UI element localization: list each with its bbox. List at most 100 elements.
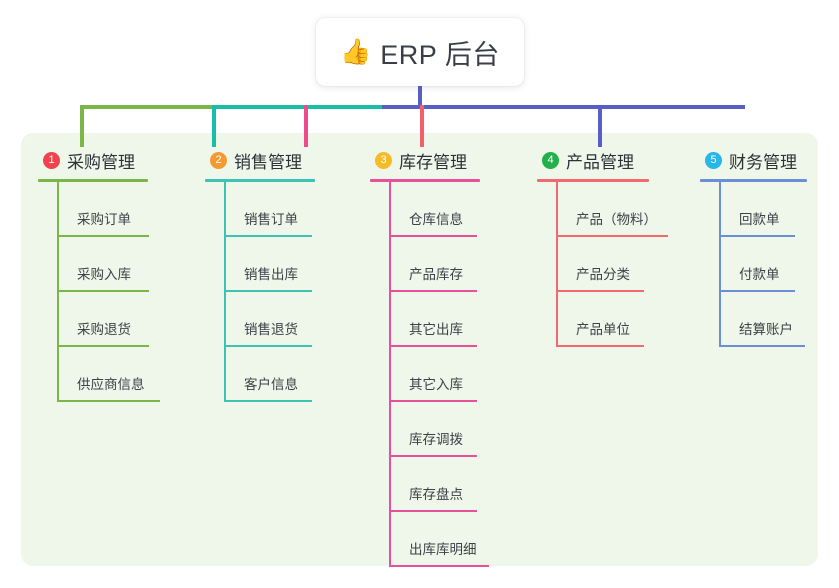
branch-item[interactable]: 库存调拨 xyxy=(389,402,520,457)
branch-index-badge: 2 xyxy=(210,151,227,169)
branch-item-label: 库存盘点 xyxy=(409,487,463,502)
branch-items: 回款单付款单结算账户 xyxy=(700,182,820,347)
branch-header-库存管理[interactable]: 3 库存管理 xyxy=(370,147,520,173)
branch-drop-connector-2 xyxy=(212,105,216,147)
branch-item-rule xyxy=(389,455,477,457)
branch-item-label: 客户信息 xyxy=(244,377,298,392)
branch-spine xyxy=(224,182,226,402)
branch-drop-connector-1 xyxy=(80,105,84,147)
branch-header-采购管理[interactable]: 1 采购管理 xyxy=(38,147,188,173)
branch-item[interactable]: 产品库存 xyxy=(389,237,520,292)
horizontal-connector-segment-1 xyxy=(80,105,212,109)
branch-item-rule xyxy=(389,290,477,292)
branch-item-rule xyxy=(57,345,149,347)
branch-item-rule xyxy=(57,400,160,402)
branch-item-rule xyxy=(224,290,312,292)
horizontal-connector-segment-3 xyxy=(382,105,745,109)
branch-index-badge: 3 xyxy=(375,151,392,169)
branch-header-rule xyxy=(700,179,807,182)
branch-item-label: 产品分类 xyxy=(576,267,630,282)
branch-column-库存管理: 3 库存管理仓库信息产品库存其它出库其它入库库存调拨库存盘点出库库明细 xyxy=(370,147,520,567)
root-node[interactable]: 👍 ERP 后台 xyxy=(316,18,524,86)
branch-item[interactable]: 产品（物料） xyxy=(556,182,697,237)
branch-item-rule xyxy=(389,565,489,567)
branch-header-rule xyxy=(537,179,649,182)
branch-item-label: 结算账户 xyxy=(739,322,793,337)
branch-header-rule xyxy=(205,179,315,182)
branch-item-label: 产品库存 xyxy=(409,267,463,282)
branch-item[interactable]: 回款单 xyxy=(719,182,820,237)
branch-item[interactable]: 产品分类 xyxy=(556,237,697,292)
branch-index-badge: 5 xyxy=(705,151,722,169)
branch-item-rule xyxy=(224,400,312,402)
branch-item[interactable]: 付款单 xyxy=(719,237,820,292)
branch-item-rule xyxy=(389,510,477,512)
branch-title: 销售管理 xyxy=(234,152,302,172)
branch-item[interactable]: 仓库信息 xyxy=(389,182,520,237)
branch-item[interactable]: 销售订单 xyxy=(224,182,355,237)
branch-spine xyxy=(389,182,391,567)
branch-spine xyxy=(719,182,721,347)
branch-item[interactable]: 供应商信息 xyxy=(57,347,188,402)
branch-item-label: 供应商信息 xyxy=(77,377,145,392)
branch-item[interactable]: 其它出库 xyxy=(389,292,520,347)
branch-item-rule xyxy=(224,345,312,347)
branch-items: 采购订单采购入库采购退货供应商信息 xyxy=(38,182,188,402)
branches-panel xyxy=(21,133,818,566)
branch-title: 财务管理 xyxy=(729,152,797,172)
branch-header-rule xyxy=(38,179,148,182)
branch-index-badge: 1 xyxy=(43,151,60,169)
branch-items: 仓库信息产品库存其它出库其它入库库存调拨库存盘点出库库明细 xyxy=(370,182,520,567)
branch-item[interactable]: 客户信息 xyxy=(224,347,355,402)
branch-item-rule xyxy=(556,290,644,292)
branch-item[interactable]: 其它入库 xyxy=(389,347,520,402)
branch-item-label: 其它出库 xyxy=(409,322,463,337)
branch-title: 采购管理 xyxy=(67,152,135,172)
branch-item-rule xyxy=(57,235,149,237)
branch-item[interactable]: 出库库明细 xyxy=(389,512,520,567)
branch-item-label: 其它入库 xyxy=(409,377,463,392)
branch-item-label: 采购订单 xyxy=(77,212,131,227)
branch-item-rule xyxy=(556,235,668,237)
branch-drop-connector-5 xyxy=(598,105,602,147)
branch-item-rule xyxy=(719,235,795,237)
branch-item-rule xyxy=(389,235,477,237)
branch-item-label: 采购入库 xyxy=(77,267,131,282)
branch-spine xyxy=(57,182,59,402)
branch-item-label: 销售出库 xyxy=(244,267,298,282)
branch-item[interactable]: 销售出库 xyxy=(224,237,355,292)
branch-item-label: 库存调拨 xyxy=(409,432,463,447)
branch-item-label: 产品单位 xyxy=(576,322,630,337)
root-stem-connector xyxy=(418,86,422,108)
branch-item[interactable]: 采购入库 xyxy=(57,237,188,292)
branch-column-财务管理: 5 财务管理回款单付款单结算账户 xyxy=(700,147,820,347)
branch-item[interactable]: 产品单位 xyxy=(556,292,697,347)
branch-header-销售管理[interactable]: 2 销售管理 xyxy=(205,147,355,173)
branch-spine xyxy=(556,182,558,347)
branch-item[interactable]: 销售退货 xyxy=(224,292,355,347)
branch-item[interactable]: 库存盘点 xyxy=(389,457,520,512)
branch-item[interactable]: 结算账户 xyxy=(719,292,820,347)
horizontal-connector-segment-2 xyxy=(212,105,382,109)
branch-header-财务管理[interactable]: 5 财务管理 xyxy=(700,147,820,173)
branch-item-label: 仓库信息 xyxy=(409,212,463,227)
branch-item-rule xyxy=(719,290,795,292)
branch-item[interactable]: 采购退货 xyxy=(57,292,188,347)
branch-item-label: 回款单 xyxy=(739,212,780,227)
branch-item-label: 销售订单 xyxy=(244,212,298,227)
branch-item-rule xyxy=(224,235,312,237)
branch-item-rule xyxy=(389,345,477,347)
branch-items: 产品（物料） 产品分类产品单位 xyxy=(537,182,697,347)
branch-item-label: 采购退货 xyxy=(77,322,131,337)
branch-items: 销售订单销售出库销售退货客户信息 xyxy=(205,182,355,402)
branch-title: 库存管理 xyxy=(399,152,467,172)
branch-column-采购管理: 1 采购管理采购订单采购入库采购退货供应商信息 xyxy=(38,147,188,402)
branch-title: 产品管理 xyxy=(566,152,634,172)
branch-drop-connector-4 xyxy=(420,105,424,147)
branch-item[interactable]: 采购订单 xyxy=(57,182,188,237)
branch-item-rule xyxy=(556,345,644,347)
root-title: ERP 后台 xyxy=(380,39,500,70)
